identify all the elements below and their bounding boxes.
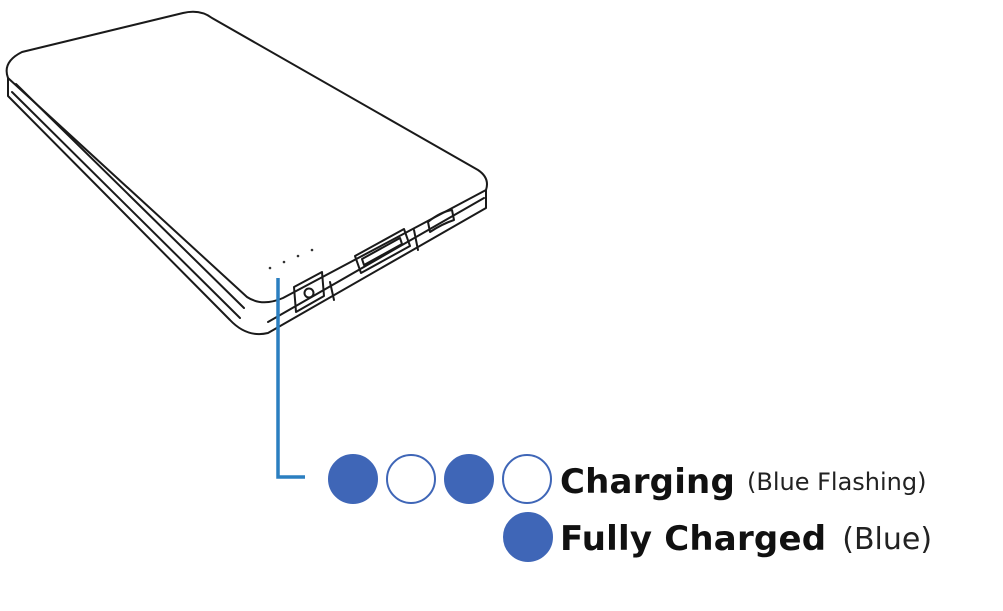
charging-led-off-4 [502,454,552,504]
charging-detail: (Blue Flashing) [747,468,927,496]
micro-usb-port [427,209,455,233]
callout-line [276,278,305,479]
fully-charged-led-pattern [503,512,553,562]
front-edge-divider [329,281,335,301]
device-led-dot-2 [282,260,286,264]
charging-label: Charging [560,462,736,502]
device-led-dot-4 [310,248,314,252]
device-led-indicators [268,248,314,270]
fully-charged-label: Fully Charged [560,519,827,559]
power-bank-front-bevel [267,197,485,323]
button-recess [293,271,325,313]
legend-fully-charged: Fully Charged (Blue) [560,514,932,564]
usb-a-port [354,228,411,274]
device-led-dot-1 [268,266,272,270]
power-bank-bevel-line [15,83,245,309]
power-bank-illustration [5,10,488,336]
charging-led-on-3 [444,454,494,504]
device-led-dot-3 [296,254,300,258]
charging-led-off-2 [386,454,436,504]
power-button [303,287,315,299]
fully-charged-detail: (Blue) [842,521,933,557]
power-bank-slab-edge [7,77,487,336]
charging-led-on-1 [328,454,378,504]
usb-a-port-inner [361,237,403,266]
fully-charged-led-on-1 [503,512,553,562]
front-edge-divider [413,229,419,251]
charging-led-pattern [328,454,552,504]
legend-charging: Charging (Blue Flashing) [560,457,927,507]
power-bank-bevel-line [11,91,241,319]
